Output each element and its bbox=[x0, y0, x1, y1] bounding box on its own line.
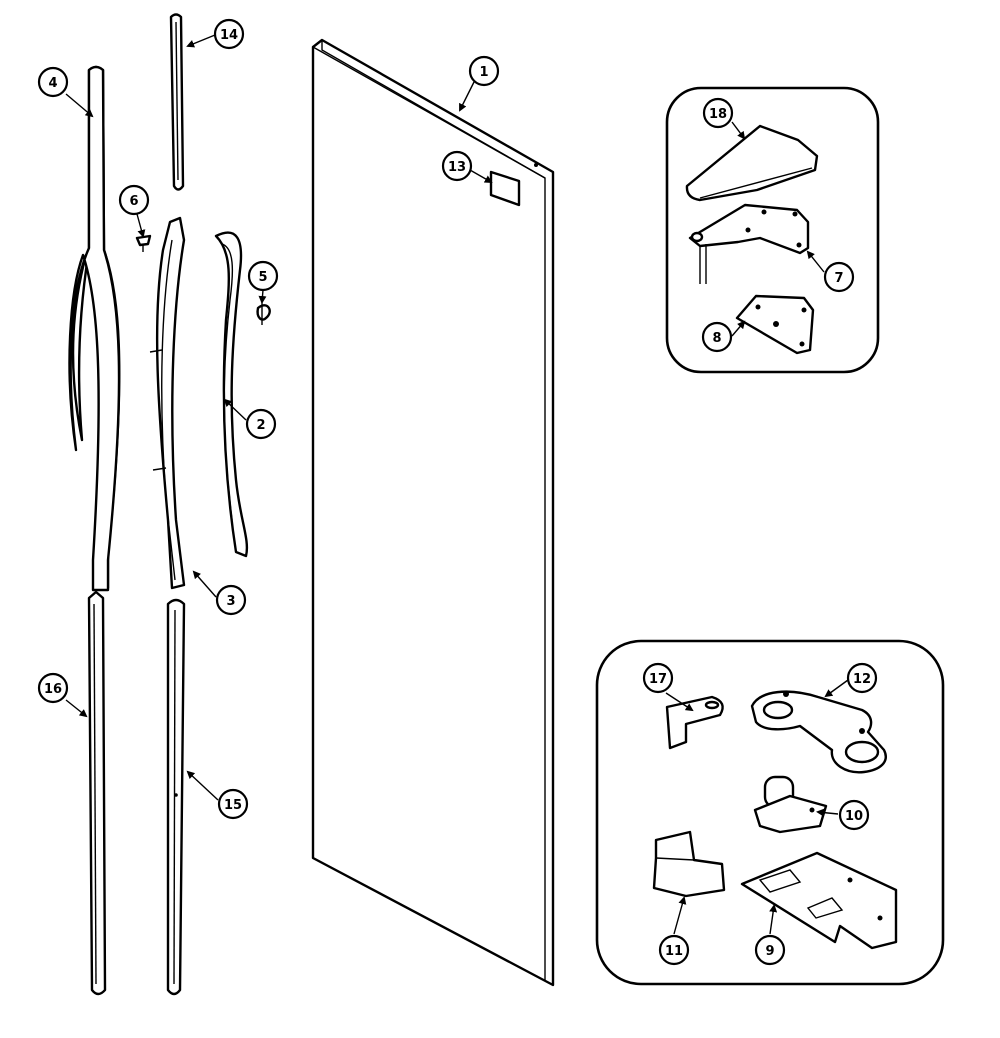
callout-8: 8 bbox=[701, 321, 733, 353]
svg-text:12: 12 bbox=[853, 672, 871, 687]
svg-text:5: 5 bbox=[258, 270, 267, 285]
svg-text:11: 11 bbox=[665, 944, 683, 959]
svg-text:2: 2 bbox=[256, 418, 265, 433]
callout-16: 16 bbox=[37, 672, 69, 704]
svg-text:17: 17 bbox=[649, 672, 667, 687]
callout-4: 4 bbox=[37, 66, 69, 98]
top-hinge-inset bbox=[665, 86, 880, 374]
door-panel bbox=[311, 38, 555, 987]
bottom-hinge-plate bbox=[750, 690, 887, 774]
svg-text:4: 4 bbox=[48, 76, 57, 91]
handle-cover bbox=[214, 231, 249, 558]
hinge-cover-bottom bbox=[652, 830, 726, 898]
door-label-part bbox=[489, 170, 521, 207]
lower-trim-strip-left bbox=[87, 590, 107, 996]
callout-3: 3 bbox=[215, 584, 247, 616]
callout-18: 18 bbox=[702, 97, 734, 129]
hinge-bracket bbox=[740, 851, 898, 950]
callout-6: 6 bbox=[118, 184, 150, 216]
svg-text:15: 15 bbox=[224, 798, 242, 813]
bottom-hinge-inset bbox=[595, 639, 945, 986]
svg-text:18: 18 bbox=[709, 107, 727, 122]
callout-1: 1 bbox=[468, 55, 500, 87]
hinge-cover bbox=[685, 124, 819, 202]
svg-text:6: 6 bbox=[129, 194, 138, 209]
callout-10: 10 bbox=[838, 799, 870, 831]
callout-12: 12 bbox=[846, 662, 878, 694]
svg-text:9: 9 bbox=[765, 944, 774, 959]
callout-7: 7 bbox=[823, 261, 855, 293]
bracket bbox=[665, 695, 724, 750]
callout-13: 13 bbox=[441, 150, 473, 182]
hinge-pin bbox=[753, 775, 828, 834]
svg-text:10: 10 bbox=[845, 809, 863, 824]
svg-text:14: 14 bbox=[220, 28, 238, 43]
hinge-shim bbox=[735, 294, 815, 355]
svg-text:3: 3 bbox=[226, 594, 235, 609]
lower-trim-strip-right bbox=[166, 598, 186, 996]
svg-text:16: 16 bbox=[44, 682, 62, 697]
upper-trim-strip bbox=[169, 13, 185, 191]
svg-text:13: 13 bbox=[448, 160, 466, 175]
leader-lines bbox=[65, 34, 849, 935]
callout-11: 11 bbox=[658, 934, 690, 966]
callout-14: 14 bbox=[213, 18, 245, 50]
handle-screw bbox=[256, 300, 271, 325]
handle bbox=[68, 65, 121, 592]
svg-text:1: 1 bbox=[479, 65, 488, 80]
callout-9: 9 bbox=[754, 934, 786, 966]
screw bbox=[135, 234, 152, 252]
callout-2: 2 bbox=[245, 408, 277, 440]
handle-insert bbox=[149, 216, 186, 590]
svg-text:7: 7 bbox=[834, 271, 843, 286]
callout-15: 15 bbox=[217, 788, 249, 820]
svg-text:8: 8 bbox=[712, 331, 721, 346]
callout-17: 17 bbox=[642, 662, 674, 694]
callout-5: 5 bbox=[247, 260, 279, 292]
top-hinge bbox=[688, 203, 810, 284]
